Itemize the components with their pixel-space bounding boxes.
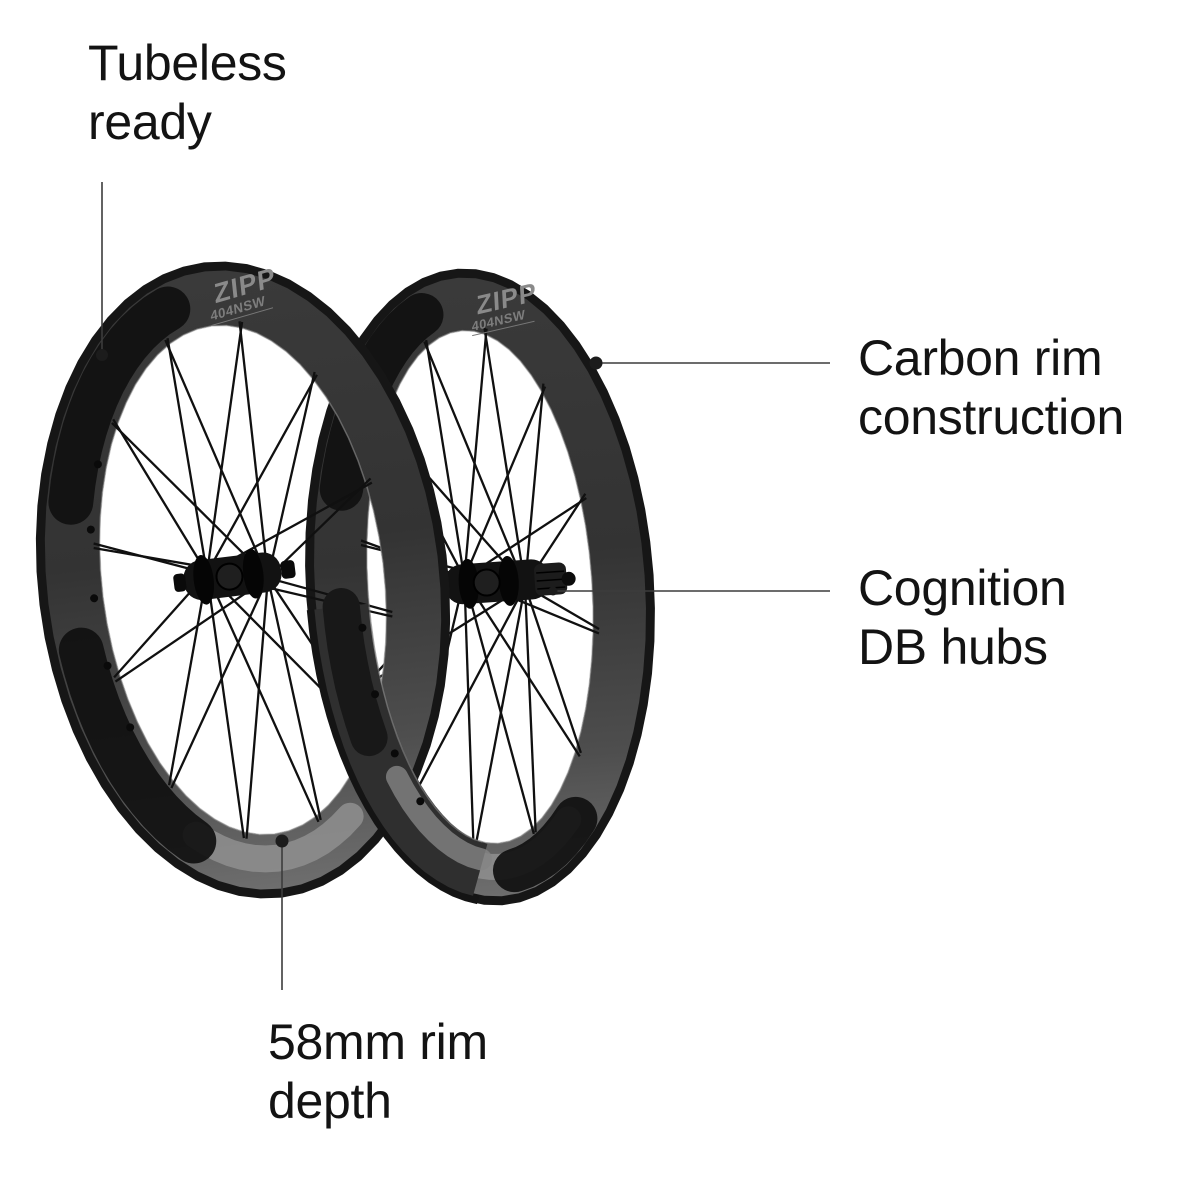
callout-text: Tubeless (88, 35, 287, 91)
callout-label-carbon-rim: Carbon rim construction (858, 329, 1124, 447)
callout-dot-carbon-rim (589, 356, 603, 370)
callout-text: depth (268, 1073, 392, 1129)
callout-text: Carbon rim (858, 330, 1103, 386)
callout-leaders (96, 182, 830, 990)
callout-label-cognition: Cognition DB hubs (858, 559, 1067, 677)
callout-text: construction (858, 389, 1124, 445)
callout-text: Cognition (858, 560, 1067, 616)
callout-text: DB hubs (858, 619, 1048, 675)
callout-dot-cognition (548, 586, 558, 596)
rear-rim-overlay (306, 588, 492, 905)
callout-label-rim-depth: 58mm rim depth (268, 1013, 488, 1131)
callout-dot-rim-depth (275, 834, 289, 848)
callout-dot-tubeless (96, 349, 108, 361)
callout-label-tubeless: Tubeless ready (88, 34, 287, 152)
callout-text: ready (88, 94, 212, 150)
callout-text: 58mm rim (268, 1014, 488, 1070)
